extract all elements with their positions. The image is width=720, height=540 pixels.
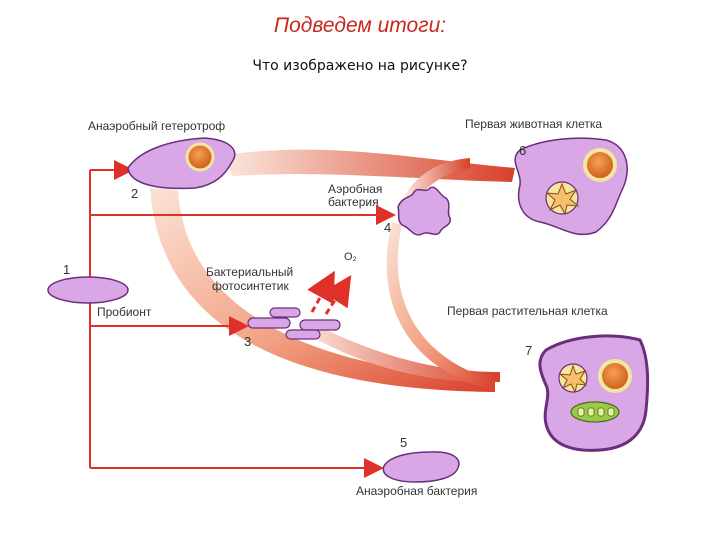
plant-cell-nucleus xyxy=(598,359,632,393)
plant-cell xyxy=(538,334,650,452)
label-first-plant-cell: Первая растительная клетка xyxy=(447,304,608,318)
photosynthetic-bacteria xyxy=(247,307,341,340)
animal-mitochondrion-cristae xyxy=(545,182,580,216)
anaerobic-heterotroph-cell xyxy=(127,137,236,190)
label-oxygen: O₂ xyxy=(344,251,357,263)
label-first-animal-cell: Первая животная клетка xyxy=(465,117,602,131)
chloroplast-thylakoids xyxy=(577,407,615,417)
plant-cell-chloroplast xyxy=(570,401,620,423)
label-probiont: Пробионт xyxy=(97,305,152,319)
plant-mitochondrion-cristae xyxy=(558,364,588,394)
number-2: 2 xyxy=(131,186,138,201)
arrow-aerobic-to-plant xyxy=(386,222,495,390)
label-bacterial-photosynthetic-1: Бактериальный xyxy=(206,265,293,279)
heterotroph-nucleus xyxy=(185,142,215,172)
slide-title: Подведем итоги: xyxy=(273,14,447,37)
animal-cell-nucleus xyxy=(583,148,617,182)
number-4: 4 xyxy=(384,220,391,235)
anaerobic-bacterium-cell xyxy=(382,451,460,483)
slide-question: Что изображено на рисунке? xyxy=(252,58,468,74)
label-anaerobic-heterotroph: Анаэробный гетеротроф xyxy=(88,119,225,133)
label-aerobic-bacterium-1: Аэробная xyxy=(328,182,382,196)
number-5: 5 xyxy=(400,435,407,450)
number-3: 3 xyxy=(244,334,251,349)
arrow-heterotroph-to-plant xyxy=(150,188,495,392)
arrow-heterotroph-to-animal xyxy=(225,149,515,182)
number-1: 1 xyxy=(63,262,70,277)
label-anaerobic-bacterium: Анаэробная бактерия xyxy=(356,484,477,498)
number-6: 6 xyxy=(519,143,526,158)
label-aerobic-bacterium-2: бактерия xyxy=(328,195,379,209)
number-7: 7 xyxy=(525,343,532,358)
aerobic-bacterium-cell xyxy=(397,186,451,236)
oxygen-arrow-1 xyxy=(307,270,335,313)
probiont-cell xyxy=(47,276,129,304)
label-bacterial-photosynthetic-2: фотосинтетик xyxy=(212,279,289,293)
oxygen-arrow-2 xyxy=(322,274,352,315)
